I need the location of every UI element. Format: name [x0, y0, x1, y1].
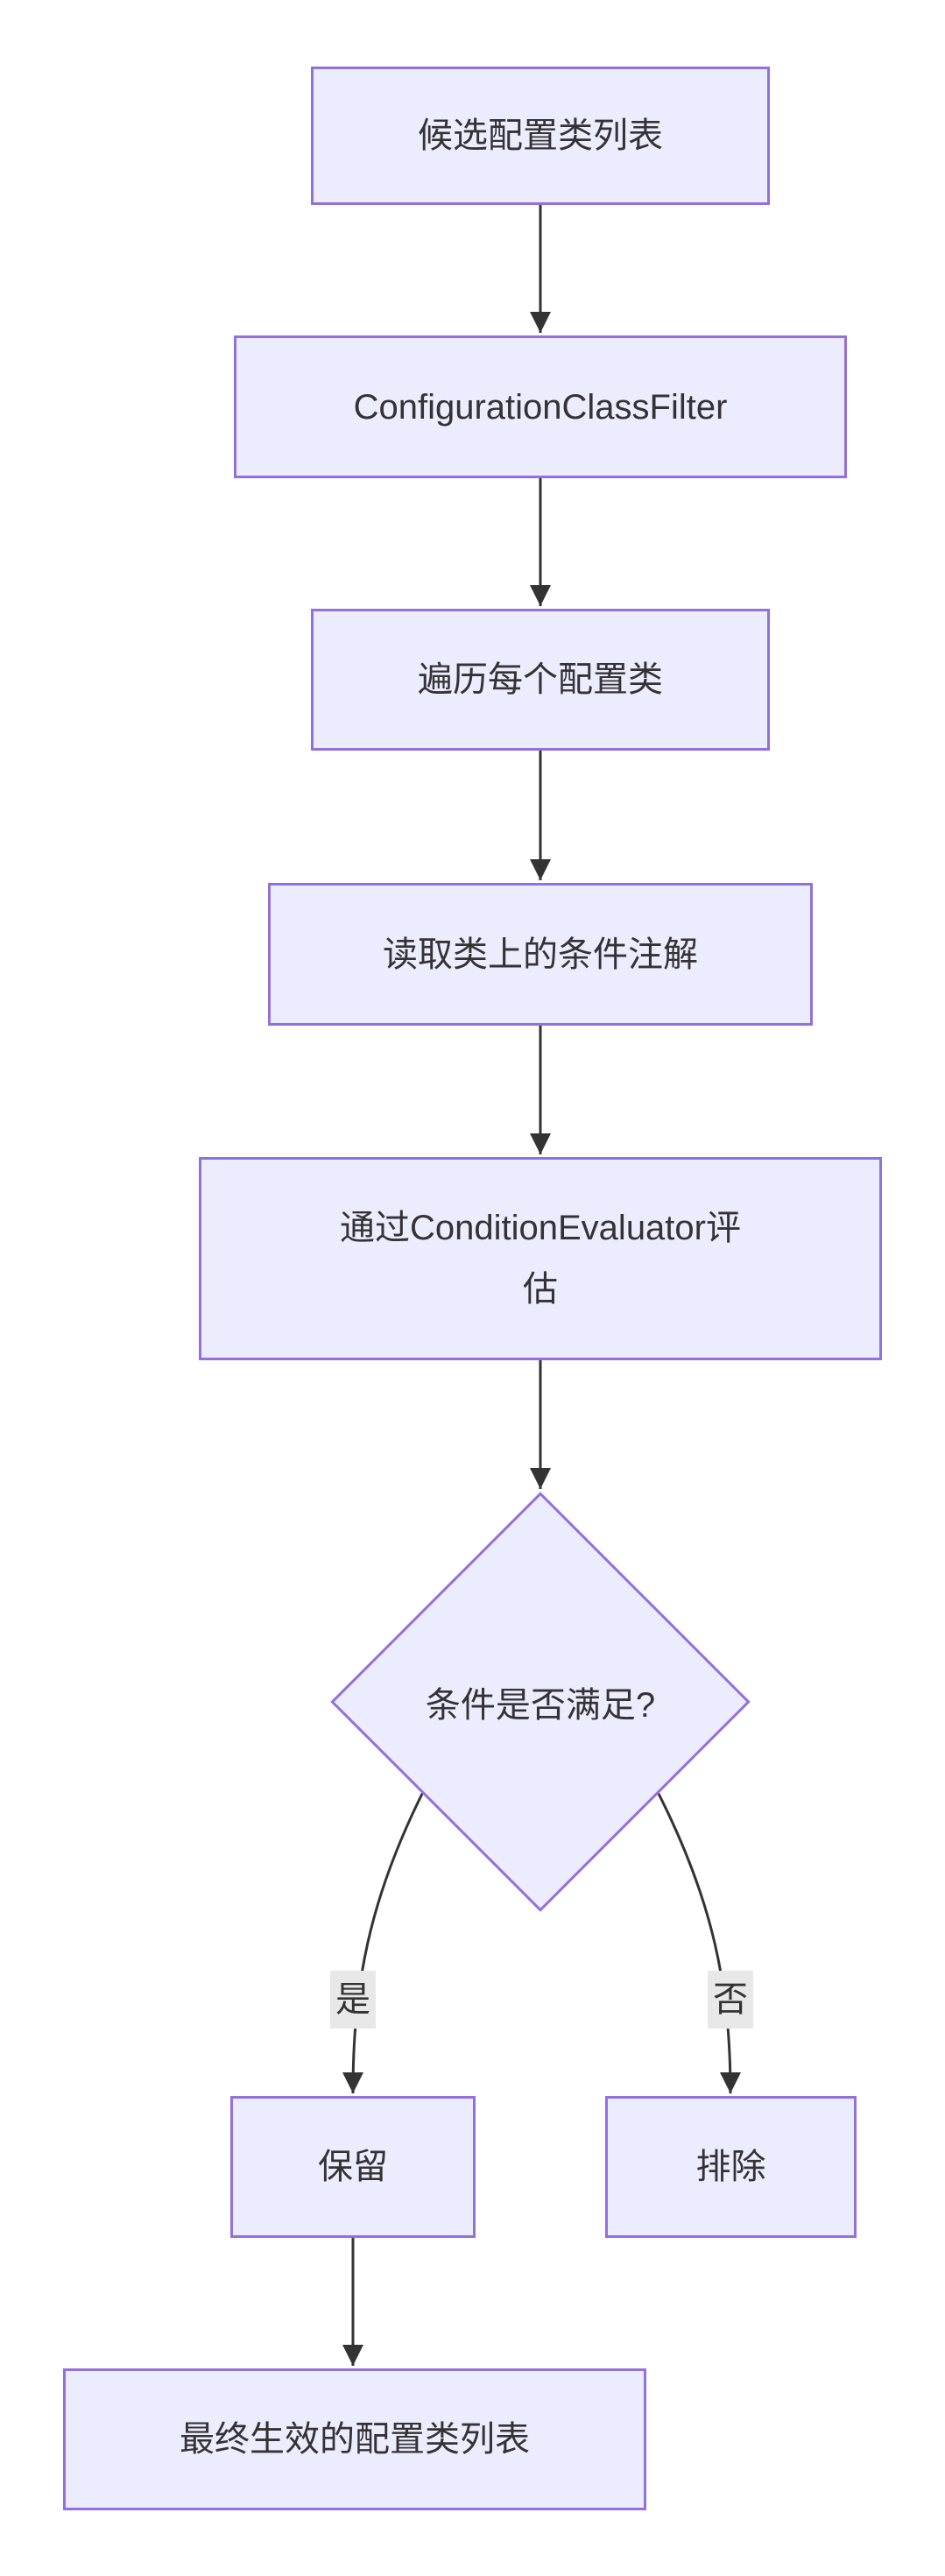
edge-decision-to-exclude: [653, 1786, 741, 2094]
node-exclude-label: 排除: [695, 2148, 766, 2186]
node-exclude: 排除: [605, 2096, 857, 2238]
node-final-config-list: 最终生效的配置类列表: [63, 2368, 646, 2510]
edge-label-no: 否: [708, 1971, 753, 2029]
node-final-config-list-label: 最终生效的配置类列表: [180, 2420, 530, 2459]
node-read-condition-annotations: 读取类上的条件注解: [268, 883, 813, 1026]
node-keep: 保留: [230, 2096, 476, 2238]
edge-label-yes: 是: [330, 1971, 376, 2029]
node-iterate-config-classes-label: 遍历每个配置类: [418, 660, 663, 699]
node-read-condition-annotations-label: 读取类上的条件注解: [383, 935, 698, 974]
node-keep-label: 保留: [318, 2148, 388, 2186]
node-candidate-list-label: 候选配置类列表: [418, 116, 663, 155]
edge-decision-to-keep: [342, 1786, 427, 2094]
node-condition-evaluator-label: 通过ConditionEvaluator评 估: [340, 1209, 741, 1309]
node-condition-evaluator: 通过ConditionEvaluator评 估: [199, 1157, 882, 1360]
decision-condition-satisfied-label: 条件是否满足?: [425, 1686, 656, 1725]
node-iterate-config-classes: 遍历每个配置类: [311, 609, 770, 751]
node-configuration-class-filter-label: ConfigurationClassFilter: [353, 387, 728, 427]
node-candidate-list: 候选配置类列表: [311, 67, 770, 205]
node-configuration-class-filter: ConfigurationClassFilter: [234, 335, 847, 478]
